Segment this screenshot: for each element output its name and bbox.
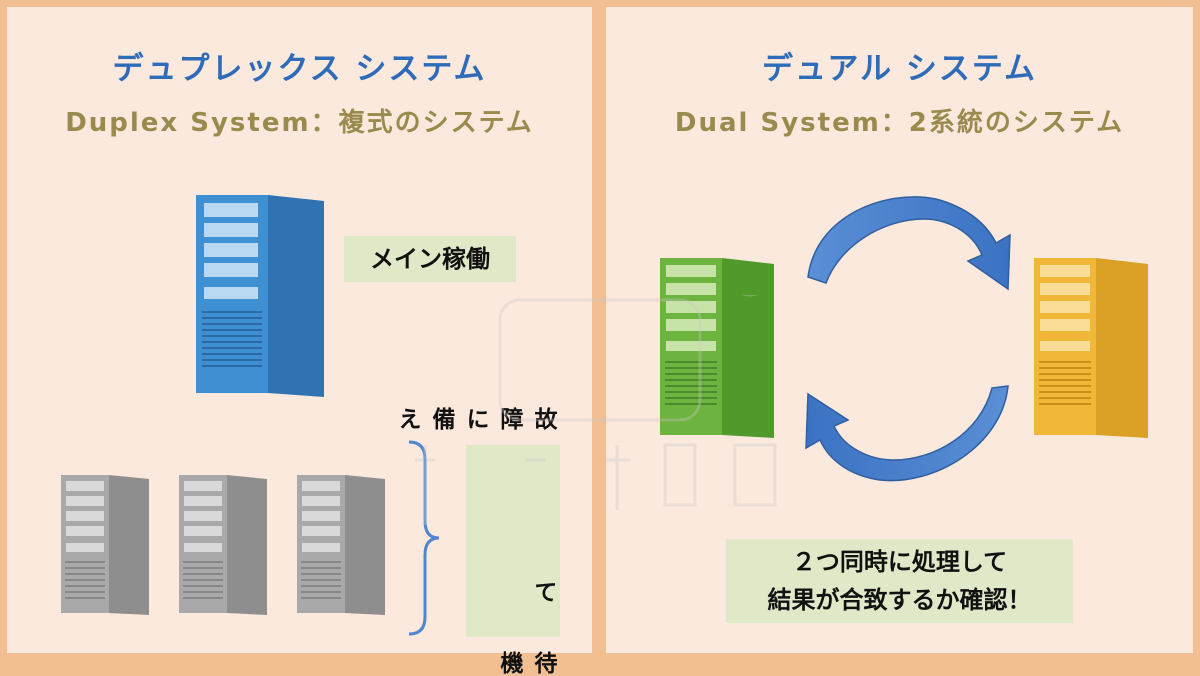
dual-note-line1: ２つ同時に処理して bbox=[791, 548, 1008, 576]
bottom-cycle-arrow-icon bbox=[805, 385, 1009, 482]
standby-label: 故障に備え て 待機 bbox=[394, 407, 560, 676]
main-server-icon bbox=[196, 195, 324, 397]
yellow-server-icon bbox=[1034, 258, 1148, 438]
dual-panel: デュアル システム Dual System：2系統のシステム ２つ同 bbox=[606, 7, 1193, 653]
duplex-title: デュプレックス システム bbox=[112, 51, 487, 87]
dual-note-label: ２つ同時に処理して 結果が合致するか確認！ bbox=[726, 539, 1073, 623]
dual-title: デュアル システム bbox=[762, 51, 1037, 87]
standby-server-icon-1 bbox=[61, 475, 149, 615]
dual-note-line2: 結果が合致するか確認！ bbox=[767, 586, 1032, 614]
main-operation-label: メイン稼働 bbox=[344, 236, 516, 282]
standby-label-col1: 故障に備え bbox=[394, 406, 556, 432]
standby-server-icon-2 bbox=[179, 475, 267, 615]
duplex-subtitle: Duplex System：複式のシステム bbox=[65, 108, 534, 138]
standby-label-col3: 待機 bbox=[496, 650, 556, 676]
standby-server-icon-3 bbox=[297, 475, 385, 615]
duplex-panel: デュプレックス システム Duplex System：複式のシステム メイン稼働 bbox=[7, 7, 592, 676]
brace-icon bbox=[408, 440, 440, 636]
top-cycle-arrow-icon bbox=[807, 196, 1011, 291]
green-server-icon bbox=[660, 258, 774, 438]
dual-subtitle: Dual System：2系統のシステム bbox=[674, 108, 1125, 138]
standby-label-col2: て bbox=[530, 579, 556, 605]
